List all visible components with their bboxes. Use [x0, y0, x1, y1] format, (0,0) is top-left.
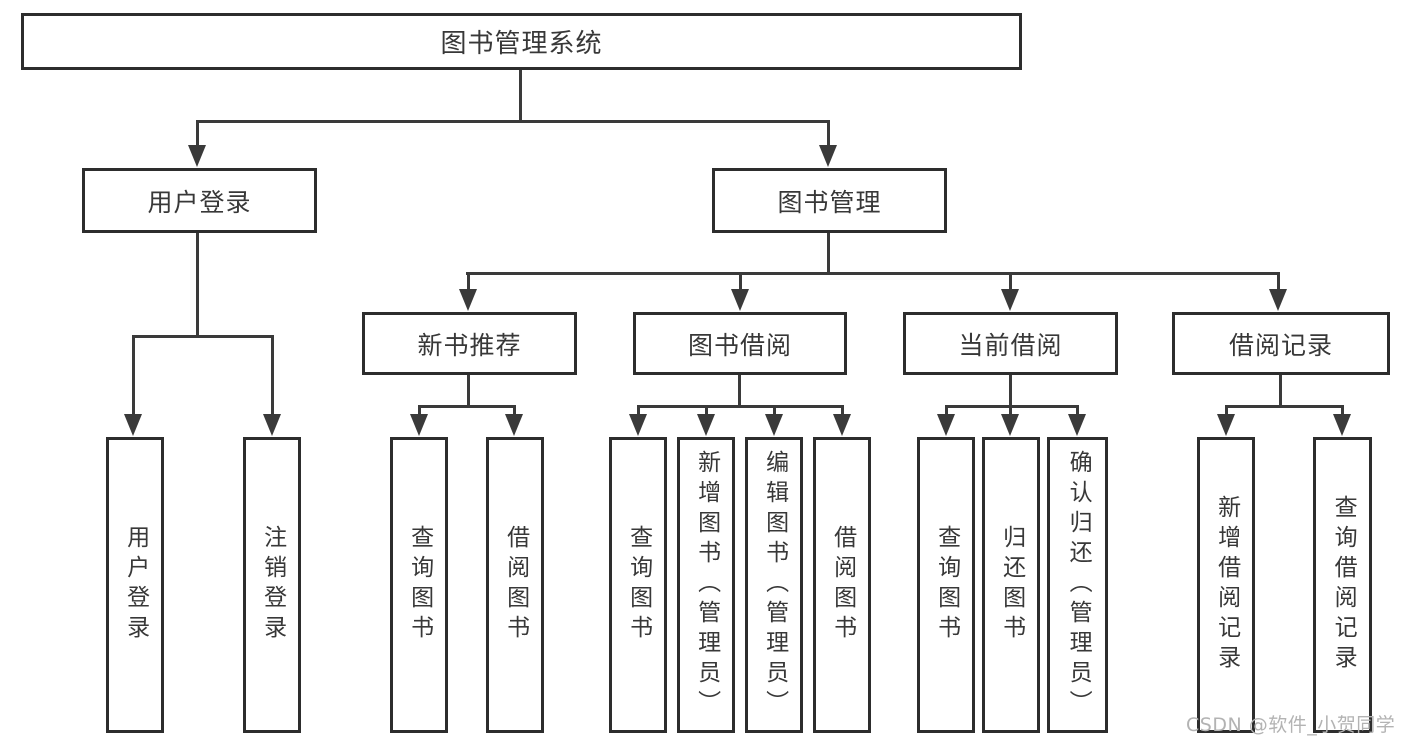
connector-line: [418, 405, 421, 417]
connector-line: [1076, 405, 1079, 417]
leaf-user-login: 用户登录: [106, 437, 164, 733]
connector-line: [1009, 405, 1012, 417]
arrow-down-icon: [263, 414, 281, 436]
leaf-query-book-3: 查询图书: [917, 437, 975, 733]
leaf-borrow-book-2: 借阅图书: [813, 437, 871, 733]
connector-line: [841, 405, 844, 417]
connector-line: [196, 120, 199, 148]
node-label: 用户登录: [122, 525, 149, 645]
leaf-query-book-1: 查询图书: [390, 437, 448, 733]
connector-line: [1009, 375, 1012, 407]
node-label: 图书借阅: [687, 330, 792, 360]
arrow-down-icon: [1068, 414, 1086, 436]
connector-line: [467, 272, 470, 292]
node-label: 查询图书: [625, 525, 652, 645]
leaf-query-book-2: 查询图书: [609, 437, 667, 733]
node-label: 借阅图书: [829, 525, 856, 645]
node-new-book-recommend: 新书推荐: [362, 312, 577, 375]
connector-line: [466, 272, 1280, 275]
arrow-down-icon: [1333, 414, 1351, 436]
node-label: 注销登录: [259, 525, 286, 645]
node-label: 图书管理系统: [440, 29, 603, 59]
arrow-down-icon: [819, 145, 837, 167]
arrow-down-icon: [765, 414, 783, 436]
arrow-down-icon: [459, 289, 477, 311]
node-label: 当前借阅: [958, 330, 1063, 360]
leaf-confirm-return-admin: 确认归还（管理员）: [1047, 437, 1108, 733]
connector-line: [1279, 375, 1282, 407]
node-current-borrow: 当前借阅: [903, 312, 1118, 375]
connector-line: [945, 405, 948, 417]
connector-line: [637, 405, 843, 408]
node-label: 编辑图书（管理员）: [761, 450, 788, 720]
connector-line: [739, 272, 742, 292]
connector-line: [773, 405, 776, 417]
arrow-down-icon: [833, 414, 851, 436]
node-label: 查询图书: [933, 525, 960, 645]
arrow-down-icon: [1001, 414, 1019, 436]
leaf-edit-book-admin: 编辑图书（管理员）: [745, 437, 803, 733]
arrow-down-icon: [410, 414, 428, 436]
node-book-management: 图书管理: [712, 168, 947, 233]
arrow-down-icon: [937, 414, 955, 436]
connector-line: [519, 69, 522, 122]
connector-line: [1225, 405, 1343, 408]
connector-line: [418, 405, 516, 408]
connector-line: [1009, 272, 1012, 292]
node-label: 借阅图书: [502, 525, 529, 645]
connector-line: [132, 335, 135, 415]
arrow-down-icon: [629, 414, 647, 436]
node-book-borrow: 图书借阅: [633, 312, 847, 375]
connector-line: [132, 335, 274, 338]
node-borrow-record: 借阅记录: [1172, 312, 1390, 375]
arrow-down-icon: [697, 414, 715, 436]
leaf-logout: 注销登录: [243, 437, 301, 733]
connector-line: [513, 405, 516, 417]
node-label: 新增借阅记录: [1213, 495, 1240, 675]
leaf-add-book-admin: 新增图书（管理员）: [677, 437, 735, 733]
node-root: 图书管理系统: [21, 13, 1022, 70]
arrow-down-icon: [188, 145, 206, 167]
connector-line: [1277, 272, 1280, 292]
node-label: 查询图书: [406, 525, 433, 645]
connector-line: [637, 405, 640, 417]
leaf-borrow-book-1: 借阅图书: [486, 437, 544, 733]
arrow-down-icon: [1001, 289, 1019, 311]
node-label: 归还图书: [998, 525, 1025, 645]
node-user-login: 用户登录: [82, 168, 317, 233]
leaf-add-borrow-record: 新增借阅记录: [1197, 437, 1255, 733]
leaf-return-book: 归还图书: [982, 437, 1040, 733]
connector-line: [827, 120, 830, 148]
node-label: 图书管理: [777, 187, 882, 217]
connector-line: [271, 335, 274, 415]
node-label: 用户登录: [147, 187, 252, 217]
node-label: 确认归还（管理员）: [1065, 450, 1092, 720]
connector-line: [1341, 405, 1344, 417]
csdn-watermark: CSDN @软件_小贺同学: [1186, 714, 1396, 736]
node-label: 查询借阅记录: [1330, 495, 1357, 675]
arrow-down-icon: [1269, 289, 1287, 311]
arrow-down-icon: [124, 414, 142, 436]
connector-line: [738, 375, 741, 407]
connector-line: [1225, 405, 1228, 417]
connector-line: [827, 233, 830, 274]
connector-line: [196, 120, 830, 123]
arrow-down-icon: [1217, 414, 1235, 436]
leaf-query-borrow-record: 查询借阅记录: [1313, 437, 1372, 733]
arrow-down-icon: [731, 289, 749, 311]
node-label: 借阅记录: [1228, 330, 1333, 360]
node-label: 新增图书（管理员）: [693, 450, 720, 720]
arrow-down-icon: [505, 414, 523, 436]
connector-line: [196, 233, 199, 337]
node-label: 新书推荐: [417, 330, 522, 360]
connector-line: [467, 375, 470, 407]
connector-line: [705, 405, 708, 417]
